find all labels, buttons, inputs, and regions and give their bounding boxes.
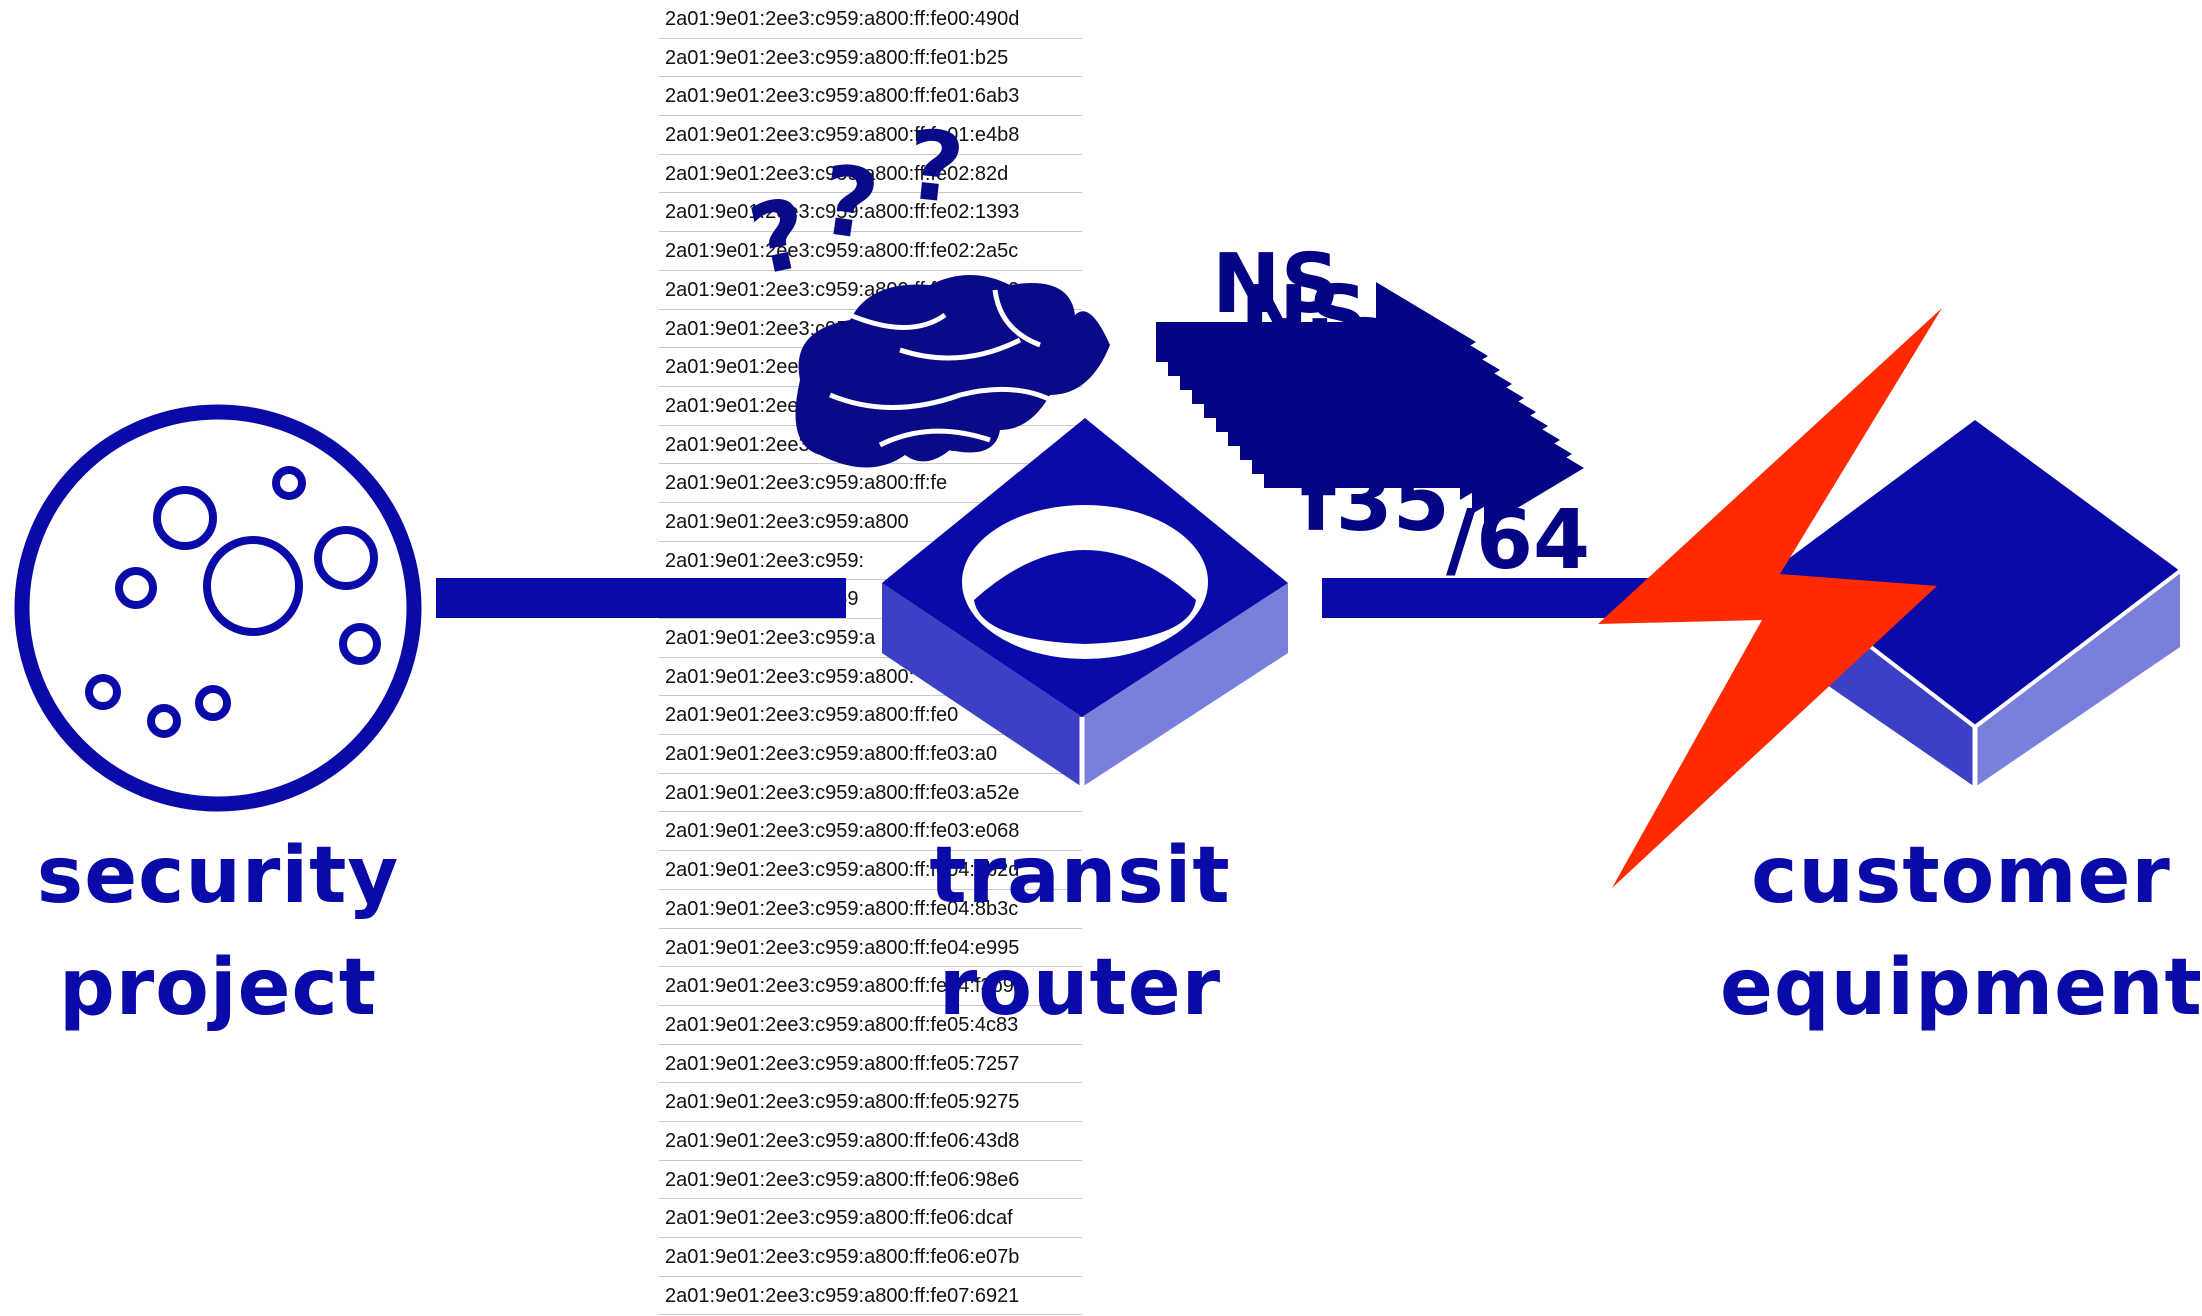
address-row: 2a01:9e01:2ee3:c959:a800:ff:fe04:f3b9	[659, 967, 1082, 1006]
address-row: 2a01:9e01:2ee3:c959:a800:ff:fe05:9275	[659, 1083, 1082, 1122]
link-security-transit	[436, 578, 846, 618]
fragment-label: f35	[1262, 395, 1412, 490]
ns-label: NS	[1266, 303, 1394, 398]
question-mark-icon: ?	[814, 144, 885, 263]
address-row: 2a01:9e01:2ee3:c959:a800:ff:fe02:2a5c	[659, 232, 1082, 271]
address-row: 2a01:9e01:2ee3:c959:a800:ff:fe06:43d8	[659, 1122, 1082, 1161]
transit-router-label: transit router	[880, 820, 1280, 1044]
customer-equipment-line2: equipment	[1720, 943, 2202, 1033]
customer-equipment-line1: customer	[1751, 831, 2171, 921]
security-project-line1: security	[36, 831, 400, 921]
address-row: 2a01:9e01:2ee3:c959:a800:ff:fe04:e995	[659, 929, 1082, 968]
prefix-label: /64	[1446, 493, 1590, 588]
security-project-line2: project	[58, 943, 378, 1033]
customer-equipment-label: customer equipment	[1720, 820, 2202, 1044]
fragment-label: f35	[1300, 455, 1450, 550]
address-row: 2a01:9e01:2ee3:c959:a800:ff:fe0	[659, 696, 1082, 736]
address-row: 2a01:9e01:2ee3:c959:a800:ff:fe01:b25	[659, 39, 1082, 78]
address-row: 2a01:9e01:2ee3:c959:a800:ff:fe	[659, 464, 1082, 503]
address-row: 2a01:9e01:2ee3:c959:a800:ff:fe01:e4b8	[659, 116, 1082, 155]
transit-router-line1: transit	[929, 831, 1231, 921]
address-row: 2a01:9e01:2ee3:c959:a800:ff:fe01:6ab3	[659, 77, 1082, 117]
address-row: 2a01:9e01:2ee3:c959:a800:ff:fe05:7257	[659, 1045, 1082, 1084]
address-row: 2a01:9e01:2ee3:c959:a800:ff:fe03:e068	[659, 812, 1082, 852]
address-row: 2a01:9e01:2ee3:c959:a800:ff:fe02:1393	[659, 193, 1082, 233]
address-row: 2a01:9e01:2ee3:c959:a800:	[659, 658, 1082, 697]
address-row: 2a01:9e01:2ee3:c959:a800:ff:fe05:4c83	[659, 1006, 1082, 1045]
address-row: 2a01:9e01:2ee3:c959:a800:ff:fe06:98e6	[659, 1161, 1082, 1200]
link-transit-customer	[1322, 578, 1652, 618]
transit-router-line2: router	[938, 943, 1222, 1033]
address-row: 2a01:9e01:2ee3:c959:a800:ff:fe04:8b3c	[659, 890, 1082, 929]
router-icon	[882, 418, 1288, 787]
ns-label: NS	[1240, 269, 1368, 364]
question-mark-icon: ?	[740, 177, 818, 298]
address-row: 2a01:9e01:2ee3:c959:a800:ff:fe03:a0	[659, 735, 1082, 774]
address-row: 2a01:9e01:2ee3:c959:	[659, 542, 1082, 581]
address-row: 2a01:9e01:2ee3:c959:a800:ff:fe04:7b2d	[659, 851, 1082, 890]
security-project-label: security project	[0, 820, 436, 1044]
address-row: 2a01:9e01:2ee3:c959:a800:ff:fe02:82d	[659, 155, 1082, 194]
question-mark-icon: ?	[902, 108, 969, 225]
address-row: 2a01:9e01:2ee3:c959:a800:ff:fe03:a52e	[659, 774, 1082, 813]
ns-arrows	[1156, 282, 1584, 528]
brain-icon	[795, 275, 1110, 468]
ns-label: NS	[1212, 237, 1340, 332]
address-row: 2a01:9e01:2ee3:c959:a	[659, 619, 1082, 658]
arrow-icon	[1264, 408, 1584, 528]
address-row: 2a01:9e01:2ee3:c959:a800	[659, 503, 1082, 542]
address-row: 2a01:9e01:2ee3:c959:a800:ff:fe06:dcaf	[659, 1199, 1082, 1238]
address-row: 2a01:9e01:2ee3:c959:a800:ff:fe00:490d	[659, 0, 1082, 39]
address-row: 2a01:9e01:2ee3:c959:a800:ff:fe07:6921	[659, 1277, 1082, 1316]
address-row: 2a01:9e01:2ee3:c959:a800:ff:fe06:e07b	[659, 1238, 1082, 1277]
petri-dish-icon	[14, 404, 422, 812]
lightning-icon	[1598, 308, 1942, 888]
